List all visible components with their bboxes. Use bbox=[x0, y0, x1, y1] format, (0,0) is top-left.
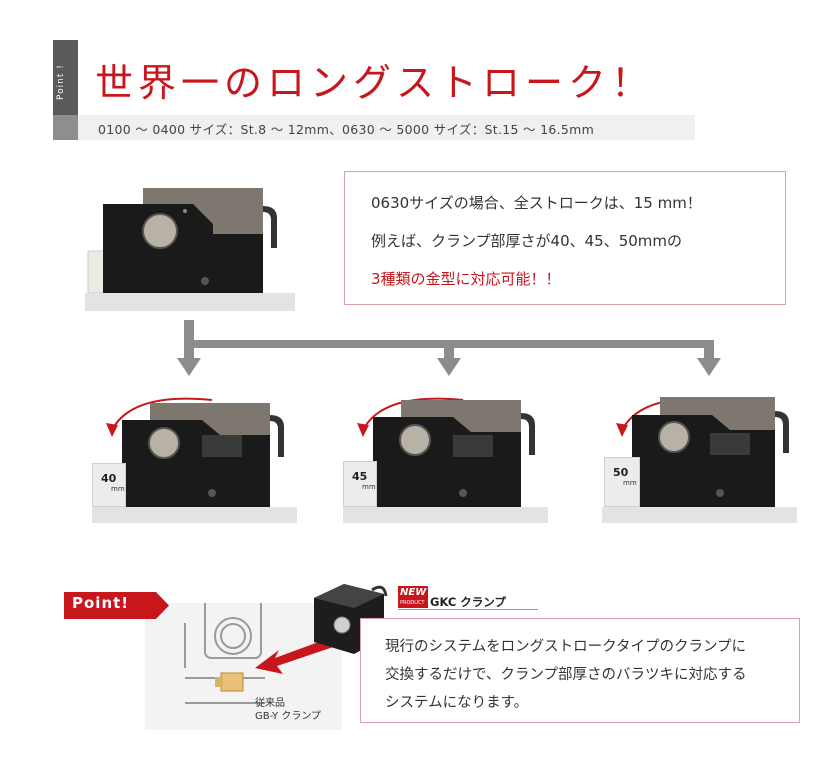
clamp-bolt bbox=[148, 427, 180, 459]
gap-unit: mm bbox=[362, 483, 376, 491]
gap-unit: mm bbox=[111, 485, 125, 493]
old-clamp-tip bbox=[215, 677, 223, 687]
new-badge bbox=[398, 586, 428, 608]
gap-value: 50 bbox=[613, 466, 629, 479]
arrow-stem-mid bbox=[444, 340, 454, 362]
new-sub-label: PRODUCT bbox=[400, 600, 425, 606]
new-label: NEW bbox=[400, 587, 427, 598]
clamp-handle bbox=[270, 415, 284, 457]
point-badge bbox=[64, 592, 169, 619]
variant-40: 40 mm bbox=[92, 385, 297, 525]
clamp-bolt bbox=[399, 424, 431, 456]
diagram-circle-outer bbox=[214, 617, 252, 655]
gkc-bolt bbox=[333, 616, 351, 634]
info-line-3: 3種類の金型に対応可能！！ bbox=[371, 270, 561, 288]
page-title: 世界一のロングストローク！ bbox=[95, 61, 655, 105]
base-plate bbox=[602, 507, 797, 523]
diagram-frame bbox=[204, 603, 262, 659]
info-line-2: 例えば、クランプ部厚さが40、45、50mmの bbox=[371, 232, 683, 250]
point-badge-label: Point! bbox=[72, 594, 130, 612]
clamp-bolt bbox=[142, 213, 178, 249]
clamp-screw bbox=[208, 489, 216, 497]
clamp-main-image bbox=[85, 188, 295, 311]
clamp-handle bbox=[521, 413, 535, 455]
gap-unit: mm bbox=[623, 479, 637, 487]
base-plate bbox=[92, 507, 297, 523]
diagram-lines bbox=[184, 603, 265, 704]
desc-line-3: システムになります。 bbox=[385, 695, 529, 711]
old-product-label-1: 従来品 bbox=[255, 698, 285, 709]
description-box: 現行のシステムをロングストロークタイプのクランプに 交換するだけで、クランプ部厚… bbox=[360, 618, 800, 723]
gap-value: 45 bbox=[352, 470, 368, 483]
variant-40-image bbox=[92, 397, 297, 523]
info-line-1: 0630サイズの場合、全ストロークは、15 mm！ bbox=[371, 194, 702, 212]
arrow-head-mid bbox=[437, 358, 461, 376]
clamp-screw bbox=[459, 489, 467, 497]
distribution-arrows bbox=[177, 320, 721, 376]
rotate-arrow-head bbox=[357, 423, 369, 437]
clamp-pin bbox=[183, 209, 187, 213]
clamp-screw bbox=[201, 277, 209, 285]
clamp-handle bbox=[263, 206, 277, 248]
clamp-screw bbox=[716, 489, 724, 497]
info-box: 0630サイズの場合、全ストロークは、15 mm！ 例えば、クランプ部厚さが40… bbox=[344, 171, 786, 305]
point-badge-shape bbox=[64, 592, 169, 619]
clamp-jaw bbox=[202, 435, 242, 457]
desc-line-1: 現行のシステムをロングストロークタイプのクランプに bbox=[385, 639, 747, 655]
clamp-jaw bbox=[710, 433, 750, 455]
new-badge-bg bbox=[398, 586, 428, 608]
product-underline bbox=[398, 609, 538, 610]
point-tab-label: Point ! bbox=[56, 64, 66, 100]
variant-45: 45 mm bbox=[343, 385, 548, 525]
product-name: GKC クランプ bbox=[430, 595, 506, 609]
gap-block: 50 mm bbox=[604, 457, 640, 507]
gap-block: 40 mm bbox=[92, 463, 126, 507]
old-clamp-diagram: 従来品 GB-Y クランプ bbox=[145, 603, 342, 730]
rotate-arrow bbox=[362, 397, 464, 431]
subtitle: 0100 〜 0400 サイズ：St.8 〜 12mm、0630 〜 5000 … bbox=[98, 122, 595, 137]
rotate-arrow bbox=[111, 397, 213, 431]
arrow-stem-right bbox=[704, 340, 714, 362]
base-plate bbox=[85, 293, 295, 311]
old-product-label-2: GB-Y クランプ bbox=[255, 711, 322, 722]
arrow-head-right bbox=[697, 358, 721, 376]
gap-value: 40 bbox=[101, 472, 117, 485]
base-plate bbox=[343, 507, 548, 523]
gap-block: 45 mm bbox=[343, 461, 377, 507]
clamp-jaw bbox=[453, 435, 493, 457]
variant-50-image bbox=[602, 397, 797, 523]
clamp-handle bbox=[775, 411, 789, 453]
clamp-bolt bbox=[658, 421, 690, 453]
point-tab-lower bbox=[53, 115, 78, 140]
diagram-circle-inner bbox=[220, 623, 246, 649]
variant-45-image bbox=[343, 397, 548, 523]
gkc-top bbox=[314, 584, 384, 608]
subtitle-bar bbox=[78, 115, 695, 140]
variant-50: 50 mm bbox=[602, 385, 807, 525]
rotate-arrow-head bbox=[106, 423, 118, 437]
point-tab: Point ! bbox=[53, 40, 78, 140]
arrow-head-left bbox=[177, 358, 201, 376]
desc-line-2: 交換するだけで、クランプ部厚さのバラツキに対応する bbox=[385, 667, 747, 683]
old-clamp-icon bbox=[220, 672, 244, 692]
rotate-arrow-head bbox=[616, 423, 628, 437]
gkc-handle bbox=[371, 585, 388, 597]
